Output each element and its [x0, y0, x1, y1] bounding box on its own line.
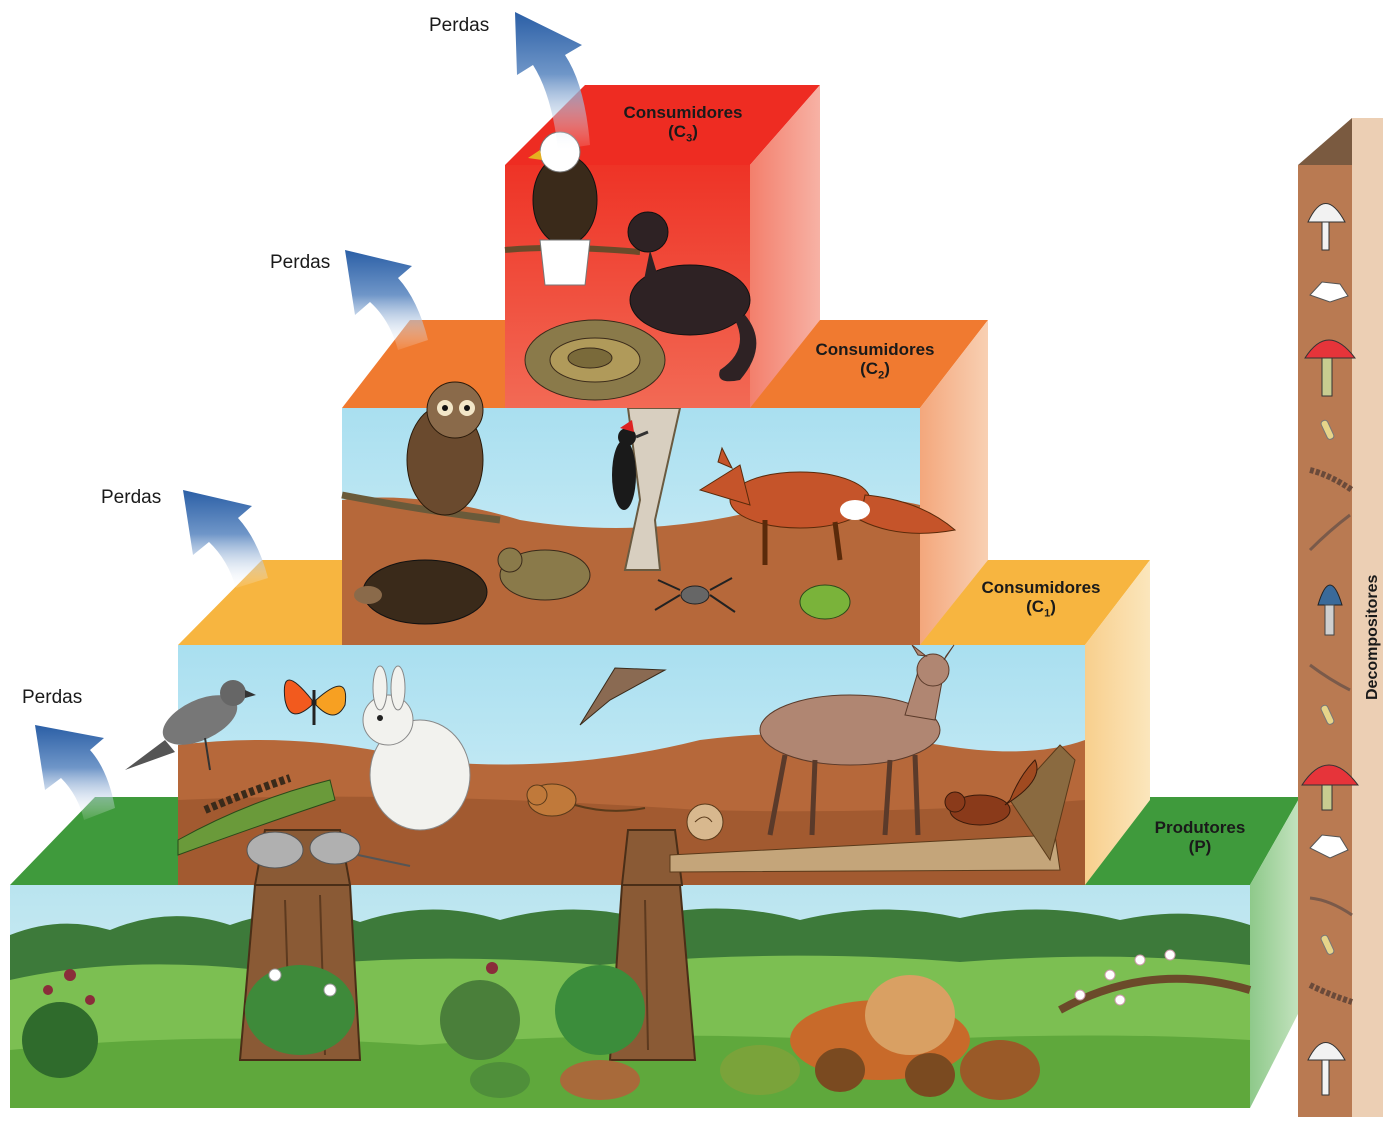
loss-arrow-icon	[345, 250, 428, 350]
snake-icon	[525, 320, 665, 400]
level-name: Produtores	[1130, 818, 1270, 837]
losses-label: Perdas	[101, 487, 161, 509]
level-symbol: (C3)	[668, 122, 698, 141]
level-label-c3: Consumidores (C3)	[608, 103, 758, 148]
level-label-c1: Consumidores (C1)	[966, 578, 1116, 623]
losses-label: Perdas	[22, 687, 82, 709]
level-name: Consumidores	[800, 340, 950, 359]
level-symbol: (C2)	[860, 359, 890, 378]
snail-icon	[687, 804, 723, 840]
level-name: Consumidores	[966, 578, 1116, 597]
losses-label: Perdas	[429, 15, 489, 37]
plant-icon	[555, 965, 645, 1055]
loss-arrow-icon	[35, 725, 115, 820]
decomposers-label: Decompositores	[1364, 575, 1382, 700]
loss-arrow-icon	[183, 490, 268, 588]
level-symbol: (P)	[1189, 837, 1212, 856]
level-label-c2: Consumidores (C2)	[800, 340, 950, 385]
plant-icon	[245, 965, 355, 1055]
level-name: Consumidores	[608, 103, 758, 122]
level-symbol: (C1)	[1026, 597, 1056, 616]
level-label-p: Produtores (P)	[1130, 818, 1270, 856]
losses-label: Perdas	[270, 252, 330, 274]
beetle-icon	[800, 585, 850, 619]
